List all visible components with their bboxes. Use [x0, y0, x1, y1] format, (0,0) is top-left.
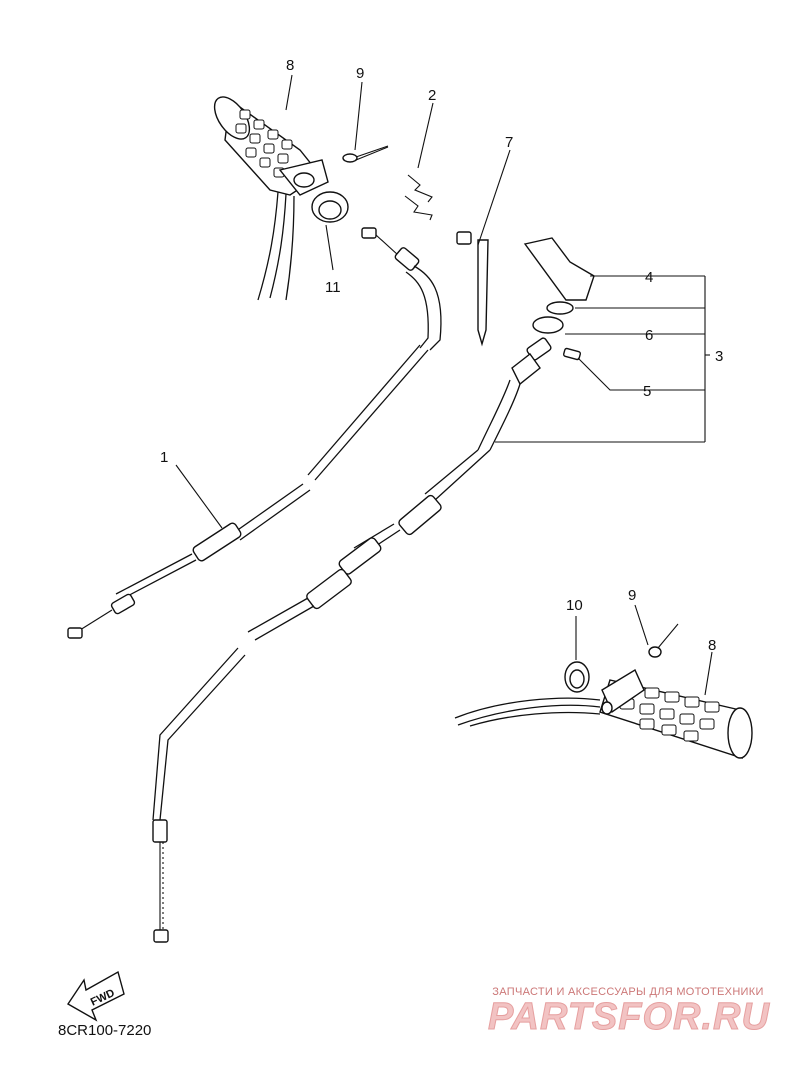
clip-part [404, 174, 433, 221]
callout-2: 2 [428, 87, 436, 104]
callout-6: 6 [645, 327, 653, 344]
callout-9-lower: 9 [628, 587, 636, 604]
callout-3: 3 [715, 348, 723, 365]
collar-upper [311, 191, 349, 223]
diagram-code: 8CR100-7220 [58, 1022, 152, 1039]
fwd-arrow-icon: FWD [67, 970, 125, 1022]
callout-4: 4 [645, 269, 653, 286]
callout-7: 7 [505, 134, 513, 151]
screw-upper [342, 145, 389, 163]
leader-lines [175, 74, 713, 696]
collar-lower [564, 661, 590, 693]
cable-one [67, 227, 442, 639]
cable-tie [456, 231, 489, 347]
adjuster-assembly [523, 237, 595, 361]
callout-5: 5 [643, 383, 651, 400]
callout-labels: 8 9 2 7 4 6 3 5 1 11 10 9 8 [160, 57, 723, 654]
callout-8-lower: 8 [708, 637, 716, 654]
callout-9-upper: 9 [356, 65, 364, 82]
throttle-cable [152, 449, 491, 943]
screw-lower [648, 623, 679, 658]
watermark-caption: ЗАПЧАСТИ И АКСЕССУАРЫ ДЛЯ МОТОТЕХНИКИ [492, 986, 764, 998]
callout-8-upper: 8 [286, 57, 294, 74]
watermark-logo: PARTSFOR.RU [488, 996, 770, 1039]
left-grip [213, 96, 329, 301]
right-grip [454, 668, 753, 759]
throttle-cable-fitting [477, 337, 552, 451]
callout-10: 10 [566, 597, 583, 614]
callout-11: 11 [325, 279, 341, 296]
callout-1: 1 [160, 449, 168, 466]
